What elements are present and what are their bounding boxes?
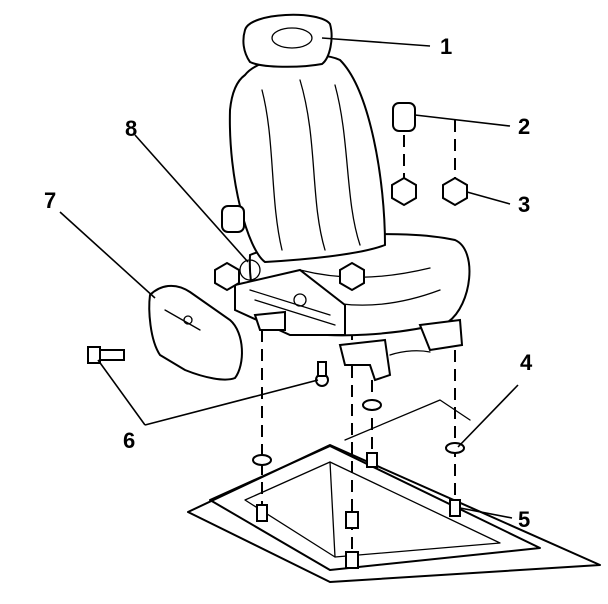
callout-6: 6	[123, 428, 135, 453]
leader-lines	[59, 37, 519, 519]
callouts: 1 2 3 4 5 6 7 8	[44, 34, 533, 532]
callout-4: 4	[520, 350, 533, 375]
callout-1: 1	[440, 34, 452, 59]
callout-5: 5	[518, 507, 530, 532]
callout-8: 8	[125, 116, 137, 141]
headrest	[242, 13, 333, 68]
callout-7: 7	[44, 188, 56, 213]
seat-back	[228, 54, 387, 264]
seat-track	[234, 259, 464, 382]
floor-pan	[187, 399, 601, 583]
callout-3: 3	[518, 192, 530, 217]
fasteners	[87, 102, 468, 569]
side-trim-panel	[148, 284, 243, 381]
callout-2: 2	[518, 114, 530, 139]
